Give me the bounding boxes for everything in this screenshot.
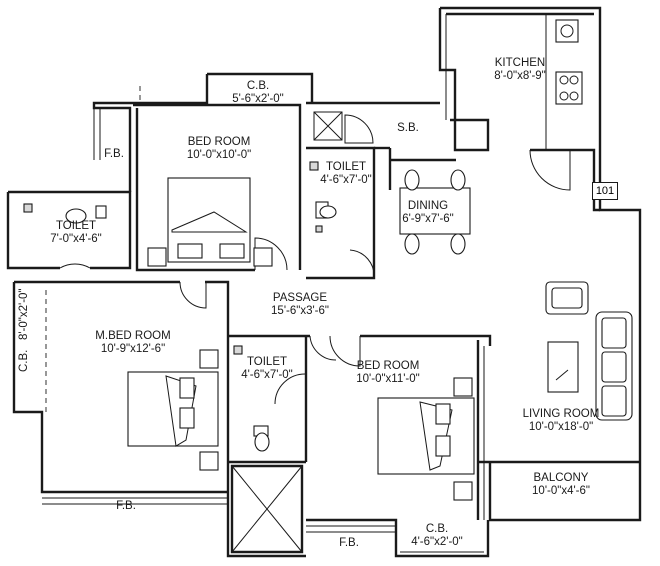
toilet-mid-name: TOILET bbox=[246, 356, 288, 368]
toilet-top-size: 4'-6"x7'-0" bbox=[320, 174, 372, 186]
bedroom-top-name: BED ROOM bbox=[187, 136, 251, 148]
cb-top-name: C.B. bbox=[246, 80, 270, 92]
toilet-left-size: 7'-0"x4'-6" bbox=[50, 233, 102, 245]
bedroom-top-label: BED ROOM 10'-0"x10'-0" bbox=[187, 136, 251, 162]
bedroom-mid-name: BED ROOM bbox=[356, 360, 420, 372]
living-name: LIVING ROOM bbox=[522, 408, 600, 420]
passage-size: 15'-6"x3'-6" bbox=[271, 305, 329, 317]
sb-label: S.B. bbox=[397, 122, 419, 135]
master-bed bbox=[127, 349, 219, 471]
fb-top-label: F.B. bbox=[104, 148, 124, 161]
toilet-left-label: TOILET 7'-0"x4'-6" bbox=[50, 220, 102, 246]
fb-bottom-left-name: F.B. bbox=[116, 500, 136, 512]
kitchen-fixtures bbox=[555, 19, 583, 105]
kitchen-label: KITCHEN 8'-0"x8'-9" bbox=[494, 57, 546, 83]
living-furniture bbox=[545, 281, 633, 421]
cb-bottom-size: 4'-6"x2'-0" bbox=[411, 536, 463, 548]
fb-bottom-left-label: F.B. bbox=[116, 500, 136, 513]
balcony-size: 10'-0"x4'-6" bbox=[532, 485, 590, 497]
toilet-left-fixtures bbox=[65, 205, 107, 224]
bedroom-top-bed bbox=[147, 177, 273, 267]
bedroom-mid-size: 10'-0"x11'-0" bbox=[356, 373, 420, 385]
fb-bottom-mid-name: F.B. bbox=[339, 537, 359, 549]
master-bedroom-label: M.BED ROOM 10'-9"x12'-6" bbox=[95, 330, 170, 356]
cb-left-label: C.B. 8'-0"x2'-0" bbox=[18, 288, 31, 372]
sb-name: S.B. bbox=[397, 122, 419, 134]
toilet-mid-size: 4'-6"x7'-0" bbox=[241, 369, 293, 381]
cb-top-size: 5'-6"x2'-0" bbox=[232, 93, 284, 105]
living-size: 10'-0"x18'-0" bbox=[528, 421, 594, 433]
dining-size: 6'-9"x7'-6" bbox=[402, 213, 454, 225]
toilet-mid-fixtures bbox=[253, 425, 270, 452]
fb-bottom-mid-label: F.B. bbox=[339, 537, 359, 550]
shafts bbox=[231, 111, 343, 553]
dashed-lines bbox=[45, 86, 141, 412]
cb-left-size: 8'-0"x2'-0" bbox=[18, 288, 30, 341]
fb-top-name: F.B. bbox=[104, 148, 124, 160]
cb-left-name: C.B. bbox=[18, 349, 30, 372]
passage-name: PASSAGE bbox=[272, 292, 328, 304]
doors bbox=[59, 114, 571, 405]
toilet-left-name: TOILET bbox=[55, 220, 97, 232]
master-bedroom-size: 10'-9"x12'-6" bbox=[100, 343, 166, 355]
kitchen-size: 8'-0"x8'-9" bbox=[494, 70, 546, 82]
bedroom-mid-bed bbox=[377, 377, 475, 501]
passage-label: PASSAGE 15'-6"x3'-6" bbox=[271, 292, 329, 318]
dining-name: DINING bbox=[407, 200, 449, 212]
toilet-top-name: TOILET bbox=[325, 161, 367, 173]
bedroom-mid-label: BED ROOM 10'-0"x11'-0" bbox=[356, 360, 420, 386]
bedroom-top-size: 10'-0"x10'-0" bbox=[186, 149, 252, 161]
master-bedroom-name: M.BED ROOM bbox=[95, 330, 171, 342]
cb-bottom-label: C.B. 4'-6"x2'-0" bbox=[411, 523, 463, 549]
unit-number: 101 bbox=[592, 182, 618, 200]
balcony-label: BALCONY 10'-0"x4'-6" bbox=[532, 472, 590, 498]
dining-table bbox=[399, 169, 471, 255]
fixture-marks bbox=[23, 161, 323, 355]
toilet-mid-label: TOILET 4'-6"x7'-0" bbox=[241, 356, 293, 382]
toilet-top-fixtures bbox=[315, 201, 337, 219]
living-label: LIVING ROOM 10'-0"x18'-0" bbox=[523, 408, 600, 434]
cb-top-label: C.B. 5'-6"x2'-0" bbox=[232, 80, 284, 106]
toilet-top-label: TOILET 4'-6"x7'-0" bbox=[320, 161, 372, 187]
kitchen-name: KITCHEN bbox=[494, 57, 546, 69]
dining-label: DINING 6'-9"x7'-6" bbox=[402, 200, 454, 226]
cb-bottom-name: C.B. bbox=[425, 523, 449, 535]
balcony-name: BALCONY bbox=[533, 472, 589, 484]
walls bbox=[6, 6, 642, 558]
